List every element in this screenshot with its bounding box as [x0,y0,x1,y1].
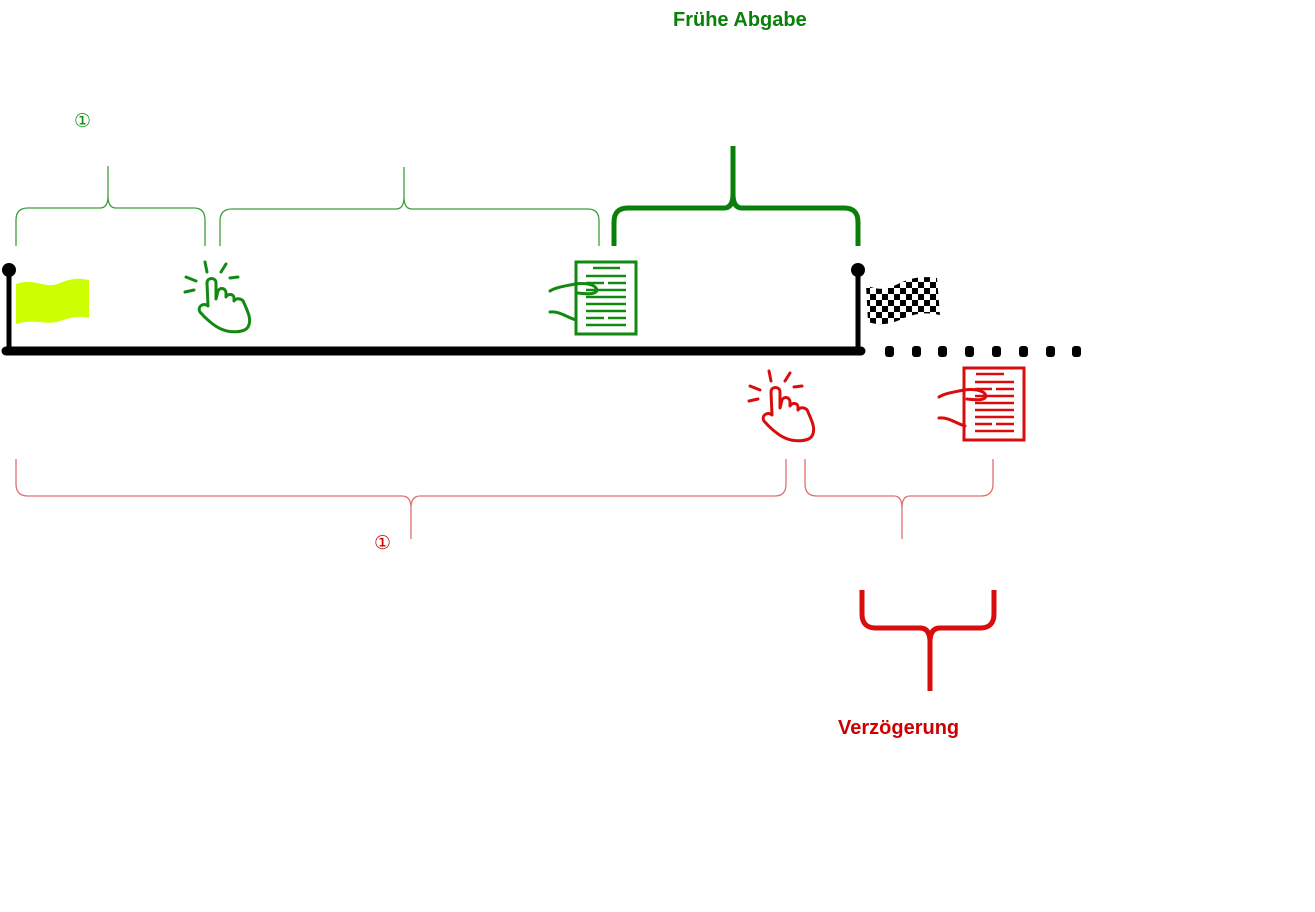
red-brace-delay [859,590,997,691]
checkered-flag-icon [866,277,940,325]
dot [912,346,921,357]
dot [965,346,974,357]
red-click-hand-icon [747,369,816,443]
start-pole-knob [2,263,16,277]
early-submission-label: Frühe Abgabe [673,9,807,31]
dot [1072,346,1081,357]
green-document-icon [548,260,638,336]
dot [938,346,947,357]
start-flag-icon [16,278,89,324]
dot [992,346,1001,357]
finish-pole-knob [851,263,865,277]
timeline [1,263,1081,357]
red-brace-phase-1 [15,459,787,539]
red-document-icon [937,366,1026,442]
green-brace-early-submission [611,146,861,246]
red-brace-phase-2 [804,459,994,539]
delay-label: Verzögerung [838,717,960,739]
dot [1019,346,1028,357]
red-step-marker: ① [374,532,392,554]
green-brace-phase-1 [15,166,206,246]
green-step-marker: ① [74,110,92,132]
timeline-extension-dots [885,346,1081,357]
dot [1046,346,1055,357]
dot [885,346,894,357]
green-brace-phase-2 [219,167,600,246]
green-click-hand-icon [183,260,252,334]
